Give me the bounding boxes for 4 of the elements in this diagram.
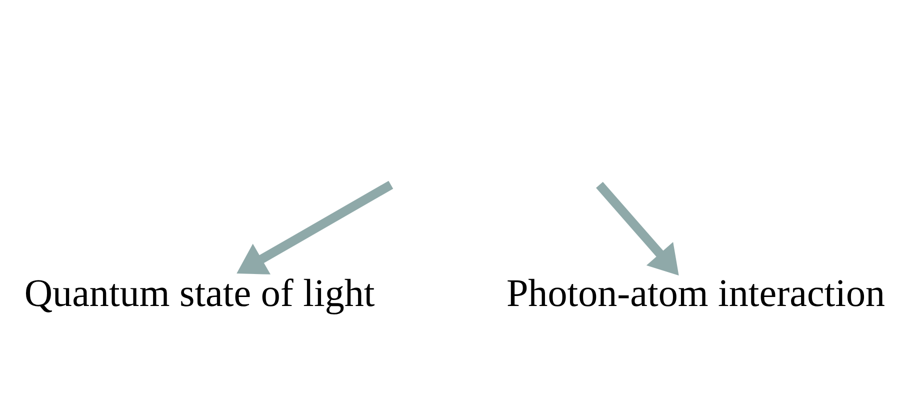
- node-text: Photon-atom interaction: [506, 271, 886, 314]
- arrow: [236, 180, 394, 274]
- node-text: Quantum state of light: [24, 271, 375, 314]
- arrow: [596, 181, 679, 275]
